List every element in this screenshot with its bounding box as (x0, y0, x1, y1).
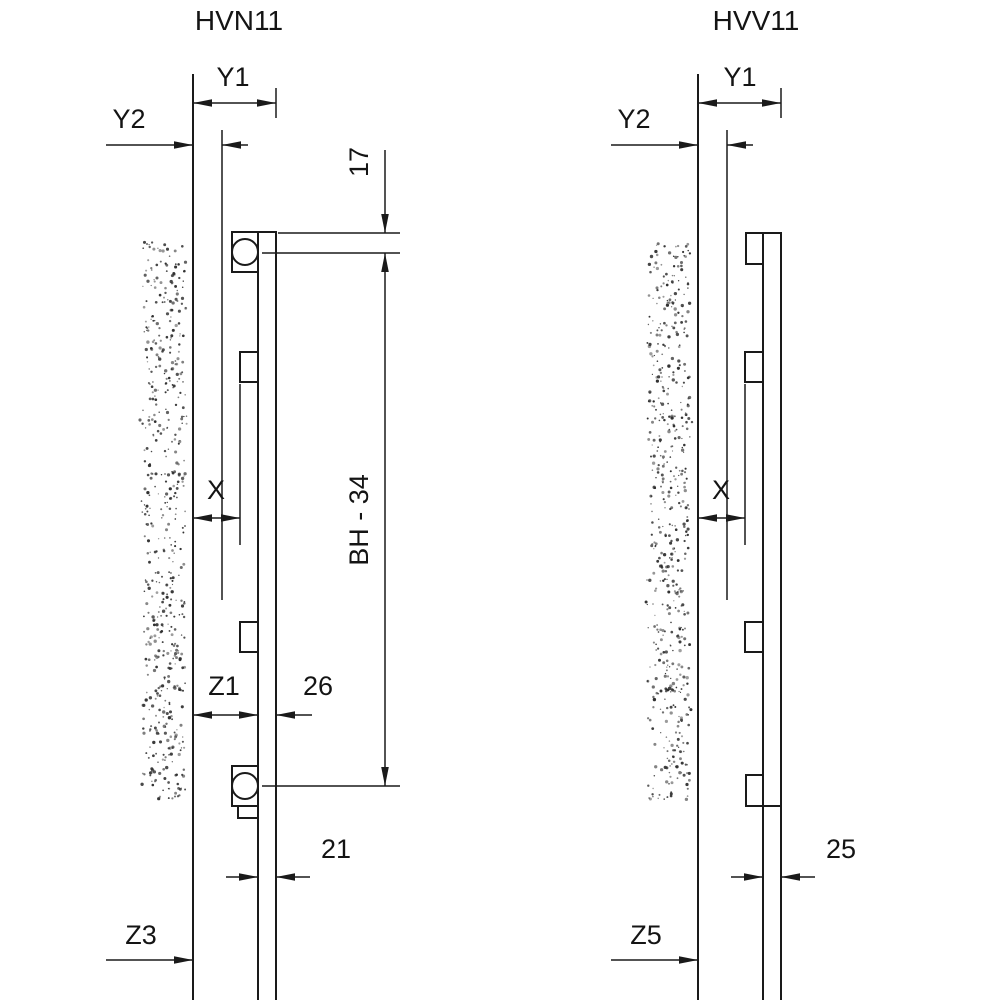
diagram-hvv11: HVV11 Y1 Y2 X 25 Z5 (611, 5, 856, 1000)
label-25: 25 (826, 834, 856, 864)
top-flange (745, 232, 764, 265)
wall-texture (644, 242, 694, 802)
mounting-bracket-top (239, 351, 259, 383)
label-bh34: BH - 34 (344, 474, 374, 566)
bottom-connection-circle (231, 772, 259, 800)
wall-texture (138, 240, 188, 801)
bottom-stub (237, 805, 259, 819)
label-17: 17 (344, 147, 374, 177)
top-connection-circle (231, 238, 259, 266)
diagram-hvn11: HVN11 Y1 Y2 1 (106, 5, 400, 1000)
mounting-bracket-top (744, 351, 764, 383)
label-x: X (207, 475, 225, 505)
label-21: 21 (321, 834, 351, 864)
diagram-title: HVN11 (195, 5, 283, 36)
label-x: X (712, 475, 730, 505)
label-y1: Y1 (723, 62, 756, 92)
label-y2: Y2 (617, 104, 650, 134)
bottom-flange (745, 774, 764, 807)
mounting-bracket-bottom (239, 621, 259, 653)
label-y1: Y1 (216, 62, 249, 92)
label-z3: Z3 (125, 920, 157, 950)
label-z1: Z1 (208, 671, 240, 701)
diagram-title: HVV11 (713, 5, 800, 36)
label-y2: Y2 (112, 104, 145, 134)
label-z5: Z5 (630, 920, 662, 950)
mounting-bracket-bottom (744, 621, 764, 653)
label-26: 26 (303, 671, 333, 701)
